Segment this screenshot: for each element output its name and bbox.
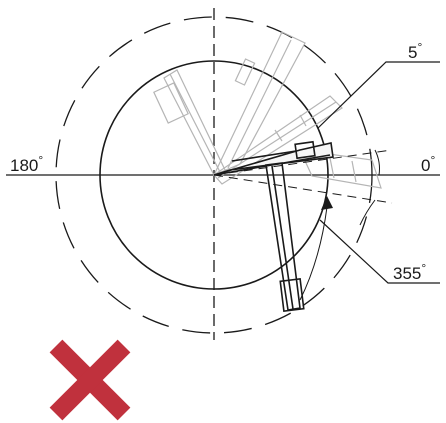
cross-icon [49,339,131,421]
label-355: 355° [393,261,426,283]
label-180: 180° [10,153,43,175]
leader-355 [319,219,440,284]
rotation-arrow [299,206,328,301]
rotation-arrowhead [321,196,333,210]
leader-5 [317,61,440,129]
arc-mark-355 [359,199,376,226]
arc-mark-5 [374,149,380,176]
active-element [213,140,334,312]
ray-355deg [213,174,393,204]
label-5: 5° [408,40,422,62]
label-0: 0° [421,153,435,175]
